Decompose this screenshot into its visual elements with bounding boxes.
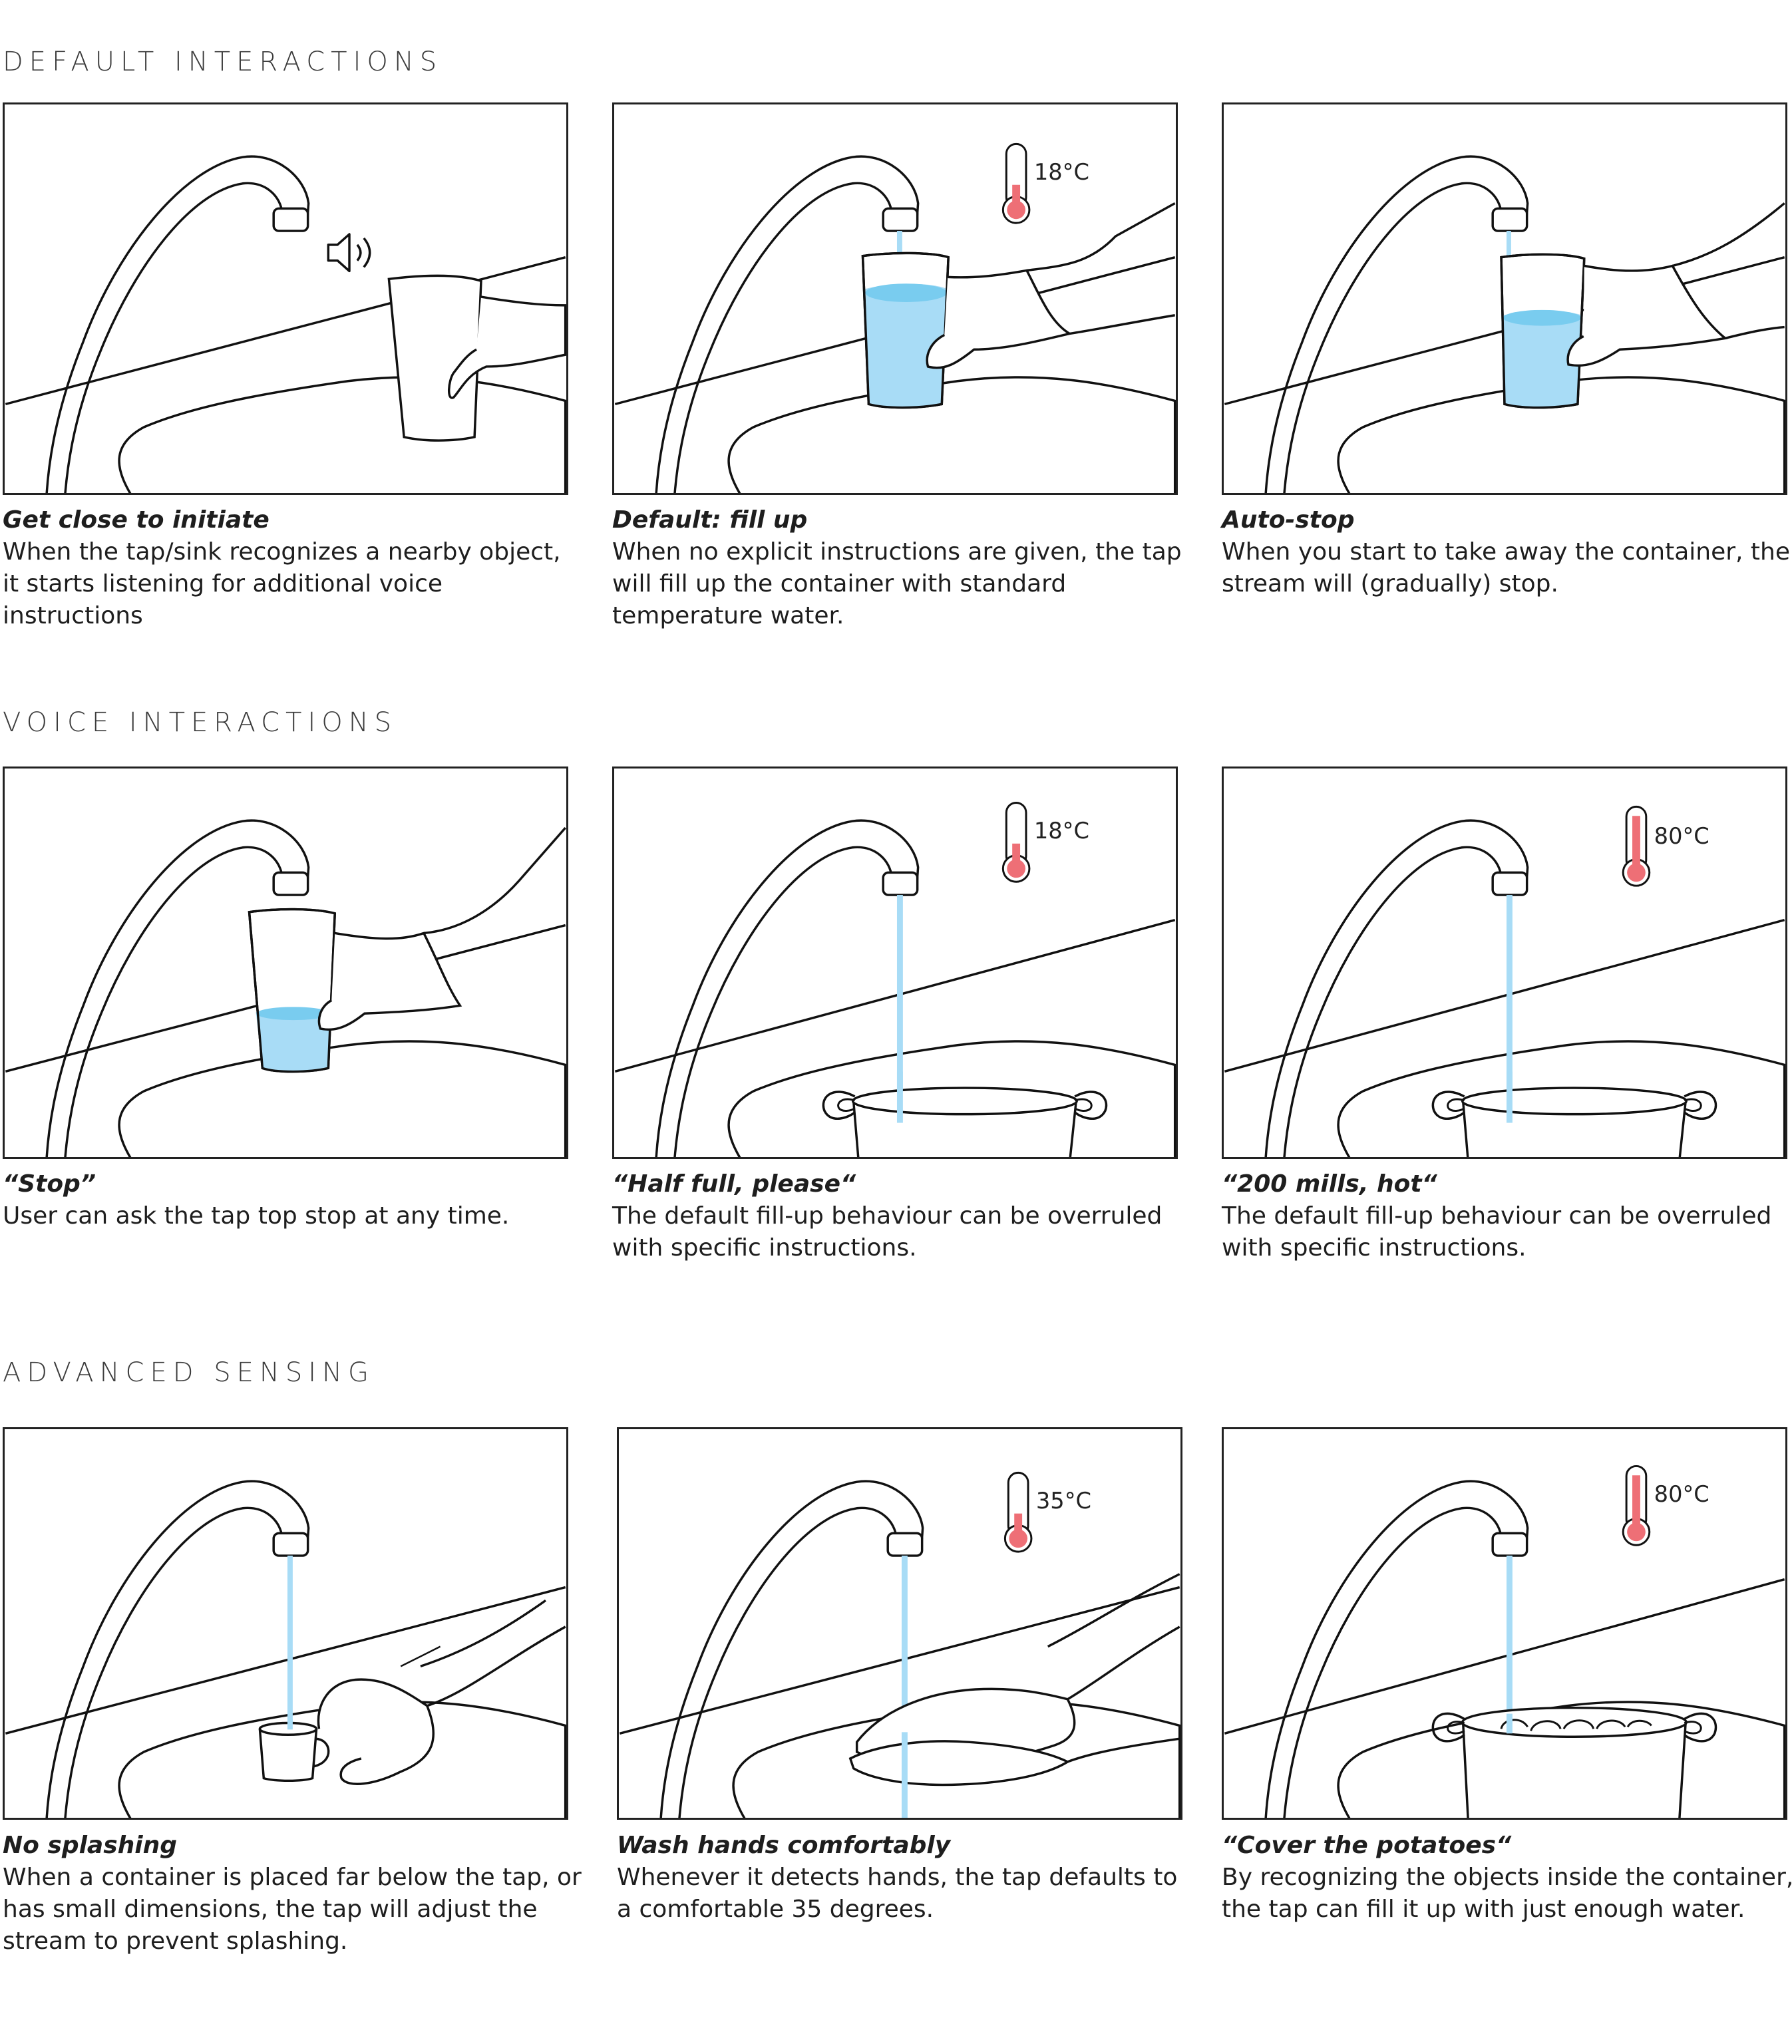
illustration-no-splashing bbox=[3, 1427, 568, 1820]
thermometer-icon bbox=[1001, 142, 1031, 224]
temperature-label: 18°C bbox=[1034, 159, 1089, 185]
caption-auto-stop: Auto-stop When you start to take away th… bbox=[1222, 504, 1792, 600]
caption-title: Wash hands comfortably bbox=[617, 1832, 951, 1859]
section-title-advanced-sensing: ADVANCED SENSING bbox=[3, 1357, 375, 1388]
section-title-default-interactions: DEFAULT INTERACTIONS bbox=[3, 47, 443, 77]
illustration-half-full: 18°C bbox=[612, 766, 1178, 1159]
caption-stop: “Stop” User can ask the tap top stop at … bbox=[3, 1168, 582, 1232]
caption-title: No splashing bbox=[3, 1832, 178, 1859]
caption-body: When you start to take away the containe… bbox=[1222, 538, 1790, 597]
illustration-cover-potatoes: 80°C bbox=[1222, 1427, 1787, 1820]
illustration-default-fill-up: 18°C bbox=[612, 102, 1178, 495]
thermometer-icon bbox=[1622, 805, 1651, 887]
caption-body: When a container is placed far below the… bbox=[3, 1864, 582, 1955]
temperature-label: 18°C bbox=[1034, 818, 1089, 844]
caption-body: Whenever it detects hands, the tap defau… bbox=[617, 1864, 1178, 1923]
caption-title: “Stop” bbox=[3, 1170, 96, 1198]
caption-default-fill-up: Default: fill up When no explicit instru… bbox=[612, 504, 1191, 632]
caption-body: When the tap/sink recognizes a nearby ob… bbox=[3, 538, 561, 629]
temperature-label: 80°C bbox=[1654, 1481, 1709, 1507]
caption-get-close: Get close to initiate When the tap/sink … bbox=[3, 504, 582, 632]
illustration-200-mills-hot: 80°C bbox=[1222, 766, 1787, 1159]
caption-title: Auto-stop bbox=[1222, 506, 1355, 534]
caption-body: The default fill-up behaviour can be ove… bbox=[612, 1202, 1163, 1262]
caption-wash-hands: Wash hands comfortably Whenever it detec… bbox=[617, 1830, 1196, 1926]
speaker-icon bbox=[327, 233, 371, 273]
illustration-get-close bbox=[3, 102, 568, 495]
illustration-wash-hands: 35°C bbox=[617, 1427, 1182, 1820]
caption-200-mills-hot: “200 mills, hot“ The default fill-up beh… bbox=[1222, 1168, 1792, 1264]
illustration-auto-stop bbox=[1222, 102, 1787, 495]
caption-no-splashing: No splashing When a container is placed … bbox=[3, 1830, 582, 1958]
thermometer-icon bbox=[1622, 1464, 1651, 1546]
caption-title: Default: fill up bbox=[612, 506, 808, 534]
temperature-label: 80°C bbox=[1654, 823, 1709, 849]
thermometer-icon bbox=[1001, 801, 1031, 883]
caption-title: “Half full, please“ bbox=[612, 1170, 856, 1198]
thermometer-icon bbox=[1003, 1471, 1033, 1553]
section-title-voice-interactions: VOICE INTERACTIONS bbox=[3, 707, 398, 738]
caption-title: Get close to initiate bbox=[3, 506, 269, 534]
caption-body: User can ask the tap top stop at any tim… bbox=[3, 1202, 510, 1230]
caption-body: When no explicit instructions are given,… bbox=[612, 538, 1182, 629]
temperature-label: 35°C bbox=[1036, 1488, 1091, 1514]
caption-title: “Cover the potatoes“ bbox=[1222, 1832, 1512, 1859]
caption-half-full: “Half full, please“ The default fill-up … bbox=[612, 1168, 1191, 1264]
illustration-stop bbox=[3, 766, 568, 1159]
caption-title: “200 mills, hot“ bbox=[1222, 1170, 1437, 1198]
caption-body: By recognizing the objects inside the co… bbox=[1222, 1864, 1792, 1923]
caption-body: The default fill-up behaviour can be ove… bbox=[1222, 1202, 1772, 1262]
caption-cover-potatoes: “Cover the potatoes“ By recognizing the … bbox=[1222, 1830, 1792, 1926]
